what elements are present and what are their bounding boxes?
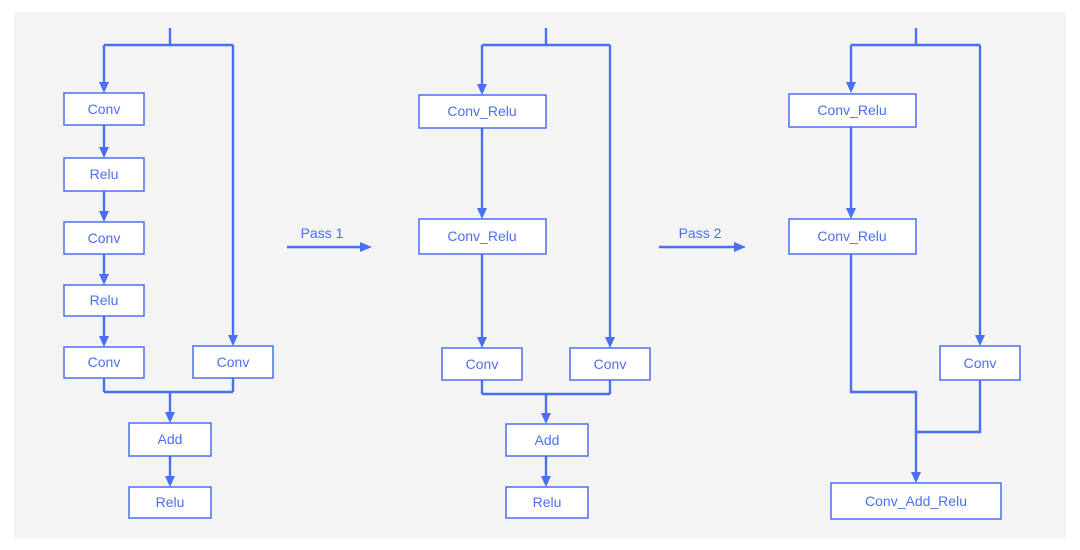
- stage3-input-edge: [849, 28, 982, 337]
- pass1-transition: Pass 1: [287, 225, 372, 252]
- arrowhead: [99, 274, 109, 285]
- arrowhead: [477, 208, 487, 219]
- stage2-graph: Conv_Relu Conv_Relu Conv Conv Add Relu: [418, 28, 651, 519]
- node-conv-relu: Conv_Relu: [788, 218, 917, 255]
- arrowhead: [99, 147, 109, 158]
- node-conv-add-relu: Conv_Add_Relu: [830, 482, 1002, 520]
- pass2-transition: Pass 2: [659, 225, 746, 252]
- node-label: Relu: [90, 166, 119, 182]
- stage3-graph: Conv_Relu Conv_Relu Conv Conv_Add_Relu: [788, 28, 1021, 520]
- node-conv: Conv: [63, 92, 145, 126]
- node-conv-branch: Conv: [192, 345, 274, 379]
- node-conv: Conv: [63, 221, 145, 255]
- node-label: Conv: [594, 356, 627, 372]
- arrowhead: [734, 242, 746, 252]
- pass1-label: Pass 1: [301, 225, 344, 241]
- node-conv-relu: Conv_Relu: [418, 218, 547, 255]
- node-label: Conv_Relu: [447, 103, 516, 119]
- stage3-chain-edges: [849, 127, 982, 474]
- arrowhead: [165, 476, 175, 487]
- node-relu: Relu: [63, 157, 145, 192]
- arrowhead: [846, 208, 856, 219]
- node-conv-branch: Conv: [939, 345, 1021, 381]
- stage1-graph: Conv Relu Conv Relu Conv Conv Add Relu: [63, 28, 274, 519]
- node-label: Conv: [217, 354, 250, 370]
- node-label: Conv_Relu: [817, 102, 886, 118]
- arrowhead: [165, 412, 175, 423]
- arrowhead: [99, 336, 109, 347]
- arrowhead: [846, 82, 856, 93]
- node-conv-relu: Conv_Relu: [418, 94, 547, 129]
- pass2-label: Pass 2: [679, 225, 722, 241]
- node-label: Conv_Relu: [447, 228, 516, 244]
- node-label: Add: [158, 431, 183, 447]
- stage1-input-edge: [102, 28, 235, 337]
- arrowhead: [477, 337, 487, 348]
- node-label: Conv: [466, 356, 499, 372]
- node-conv-relu: Conv_Relu: [788, 93, 917, 128]
- arrowhead: [360, 242, 372, 252]
- arrowhead: [228, 335, 238, 346]
- node-label: Conv: [964, 355, 997, 371]
- node-conv: Conv: [441, 347, 523, 381]
- node-relu: Relu: [63, 284, 145, 317]
- stage2-input-edge: [480, 28, 612, 339]
- arrowhead: [541, 413, 551, 424]
- arrowhead: [911, 472, 921, 483]
- arrowhead: [99, 211, 109, 222]
- node-relu-output: Relu: [505, 486, 589, 519]
- node-add: Add: [505, 423, 589, 457]
- stage2-merge-edges: [480, 380, 612, 478]
- node-label: Conv: [88, 230, 121, 246]
- node-relu-output: Relu: [128, 486, 212, 519]
- node-label: Conv_Add_Relu: [865, 493, 967, 509]
- node-label: Add: [535, 432, 560, 448]
- arrowhead: [99, 82, 109, 93]
- stage1-merge-edges: [102, 378, 235, 478]
- arrowhead: [477, 84, 487, 95]
- arrowhead: [605, 337, 615, 348]
- node-label: Relu: [156, 494, 185, 510]
- node-label: Conv: [88, 354, 121, 370]
- arrowhead: [975, 335, 985, 346]
- node-label: Conv_Relu: [817, 228, 886, 244]
- node-conv: Conv: [63, 346, 145, 379]
- node-label: Relu: [533, 494, 562, 510]
- node-conv-branch: Conv: [569, 347, 651, 381]
- node-label: Conv: [88, 101, 121, 117]
- arrowhead: [541, 476, 551, 487]
- node-add: Add: [128, 422, 212, 457]
- node-label: Relu: [90, 292, 119, 308]
